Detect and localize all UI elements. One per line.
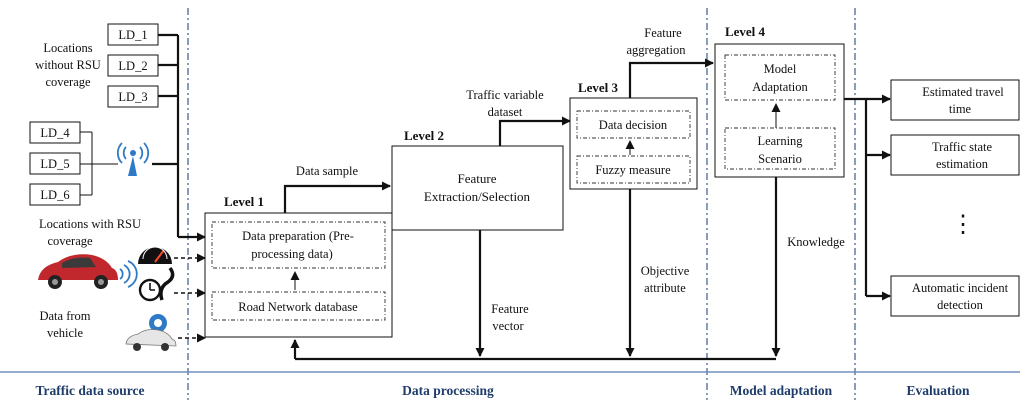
band-data-processing: Data processing — [402, 383, 494, 398]
learning-label-1: Learning — [757, 134, 803, 148]
feature-extraction-box — [391, 145, 564, 231]
state-estimation-box — [890, 134, 1020, 176]
level2-title: Level 2 — [404, 128, 444, 143]
detector-ld5-label: LD_5 — [40, 157, 69, 171]
model-adaptation-box — [724, 54, 836, 101]
rsu-label-1: Locations with RSU — [39, 217, 141, 231]
feature-vector-label-2: vector — [492, 319, 524, 333]
road-network-label: Road Network database — [238, 300, 358, 314]
detector-ld2-label: LD_2 — [118, 59, 147, 73]
travel-time-label-1: Estimated travel — [922, 85, 1004, 99]
state-label-1: Traffic state — [932, 140, 993, 154]
learning-scenario-box — [724, 127, 836, 170]
level4-title: Level 4 — [725, 24, 766, 39]
prep-label-2: processing data) — [251, 247, 333, 261]
objective-attribute-label-2: attribute — [644, 281, 686, 295]
signal-waves-icon — [119, 260, 138, 288]
learning-label-2: Scenario — [758, 152, 802, 166]
traffic-variable-label-1: Traffic variable — [466, 88, 544, 102]
red-car-icon — [38, 254, 118, 289]
data-sample-arrow — [283, 181, 391, 213]
travel-time-label-2: time — [949, 102, 972, 116]
ld-trunk-lines — [158, 33, 180, 237]
feature-aggregation-arrow — [628, 58, 714, 98]
no-rsu-label-2: without RSU — [35, 58, 101, 72]
feature-aggregation-label-1: Feature — [644, 26, 682, 40]
vehicle-label-2: vehicle — [47, 326, 84, 340]
vehicle-label-1: Data from — [39, 309, 90, 323]
feature-aggregation-label-2: aggregation — [626, 43, 686, 57]
band-model-adaptation: Model adaptation — [730, 383, 833, 398]
model-label-1: Model — [764, 62, 797, 76]
data-sample-label: Data sample — [296, 164, 359, 178]
detector-ld6-label: LD_6 — [40, 188, 69, 202]
fuzzy-measure-box — [576, 155, 691, 184]
speedometer-icon — [138, 246, 172, 264]
band-evaluation: Evaluation — [906, 383, 970, 398]
traffic-variable-label-2: dataset — [488, 105, 523, 119]
data-decision-label: Data decision — [599, 118, 668, 132]
road-network-box — [211, 291, 386, 321]
evaluation-ellipsis: ⋮ — [951, 212, 975, 238]
incident-label-1: Automatic incident — [912, 281, 1009, 295]
rsu-bracket-lines — [80, 131, 118, 196]
fuzzy-measure-label: Fuzzy measure — [595, 163, 671, 177]
incident-detection-box — [890, 275, 1020, 317]
detector-ld3-label: LD_3 — [118, 90, 147, 104]
level1-title: Level 1 — [224, 194, 264, 209]
traffic-variable-arrow — [498, 116, 571, 146]
data-decision-box — [576, 110, 691, 139]
incident-label-2: detection — [937, 298, 984, 312]
level3-title: Level 3 — [578, 80, 619, 95]
stopwatch-icon — [138, 266, 175, 302]
prep-label-1: Data preparation (Pre- — [242, 229, 354, 243]
level2-label-1: Feature — [458, 171, 497, 186]
no-rsu-label-3: coverage — [45, 75, 91, 89]
level2-label-2: Extraction/Selection — [424, 189, 531, 204]
data-preparation-box — [211, 221, 386, 269]
state-label-2: estimation — [936, 157, 989, 171]
feature-vector-label-1: Feature — [491, 302, 529, 316]
objective-attribute-label-1: Objective — [641, 264, 690, 278]
band-traffic-data-source: Traffic data source — [36, 383, 145, 398]
model-label-2: Adaptation — [752, 80, 808, 94]
no-rsu-label-1: Locations — [43, 41, 92, 55]
rsu-antenna-icon — [116, 142, 150, 176]
white-car-icon — [125, 329, 177, 351]
rsu-label-2: coverage — [47, 234, 93, 248]
knowledge-label: Knowledge — [787, 235, 845, 249]
detector-ld4-label: LD_4 — [40, 126, 70, 140]
travel-time-box — [890, 79, 1020, 121]
detector-ld1-label: LD_1 — [118, 28, 147, 42]
